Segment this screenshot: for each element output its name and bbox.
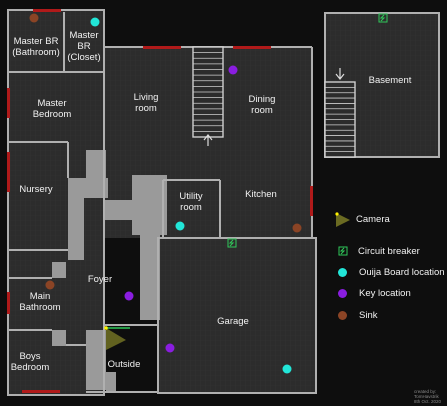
room-kitchen: Kitchen (245, 189, 277, 200)
legend-ouija: Ouija Board location (336, 266, 445, 279)
key-marker (124, 291, 134, 301)
circuit-breaker-icon (336, 244, 350, 258)
camera-icon (334, 212, 350, 227)
basement-down-arrow (335, 68, 345, 80)
ouija-marker (90, 17, 100, 27)
hallways (52, 150, 167, 392)
legend-camera: Camera (334, 212, 390, 227)
legend-circuit-breaker-label: Circuit breaker (358, 245, 420, 257)
room-master-br-bathroom: Master BR (Bathroom) (12, 36, 60, 58)
legend-circuit-breaker: Circuit breaker (336, 244, 420, 258)
room-nursery: Nursery (19, 184, 53, 195)
legend-key-label: Key location (359, 288, 411, 299)
legend-sink: Sink (336, 309, 377, 322)
legend-key: Key location (336, 287, 411, 300)
room-garage: Garage (217, 316, 249, 327)
sink-marker (292, 223, 302, 233)
room-outside: Outside (107, 359, 141, 370)
legend-camera-label: Camera (356, 213, 390, 225)
ouija-marker (175, 221, 185, 231)
key-marker (165, 343, 175, 353)
stairs-basement-steps (325, 86, 355, 153)
room-basement: Basement (368, 75, 412, 86)
sink-marker (45, 280, 55, 290)
room-utility-room: Utility room (179, 191, 203, 213)
ouija-marker (282, 364, 292, 374)
doors (7, 9, 313, 393)
circuit-breaker-icon (227, 238, 237, 248)
credit-text: created by: TomHavstrik 8th Oct. 2020 (413, 389, 441, 404)
sink-icon (338, 311, 347, 320)
room-living-room: Living room (133, 92, 159, 114)
circuit-breaker-icon (378, 13, 388, 23)
key-icon (338, 289, 347, 298)
sink-marker (29, 13, 39, 23)
room-master-br-closet: Master BR (Closet) (67, 30, 101, 63)
room-foyer: Foyer (87, 274, 113, 285)
legend-ouija-label: Ouija Board location (359, 267, 445, 278)
stairs-main-steps (193, 52, 223, 132)
ouija-icon (338, 268, 347, 277)
legend-sink-label: Sink (359, 310, 378, 321)
stairs-up-arrow (203, 134, 213, 146)
camera-icon (104, 326, 130, 350)
room-master-bedroom: Master Bedroom (32, 98, 72, 120)
room-dining-room: Dining room (248, 94, 276, 116)
room-boys-bedroom: Boys Bedroom (10, 351, 50, 373)
room-main-bathroom: Main Bathroom (19, 291, 61, 313)
key-marker (228, 65, 238, 75)
